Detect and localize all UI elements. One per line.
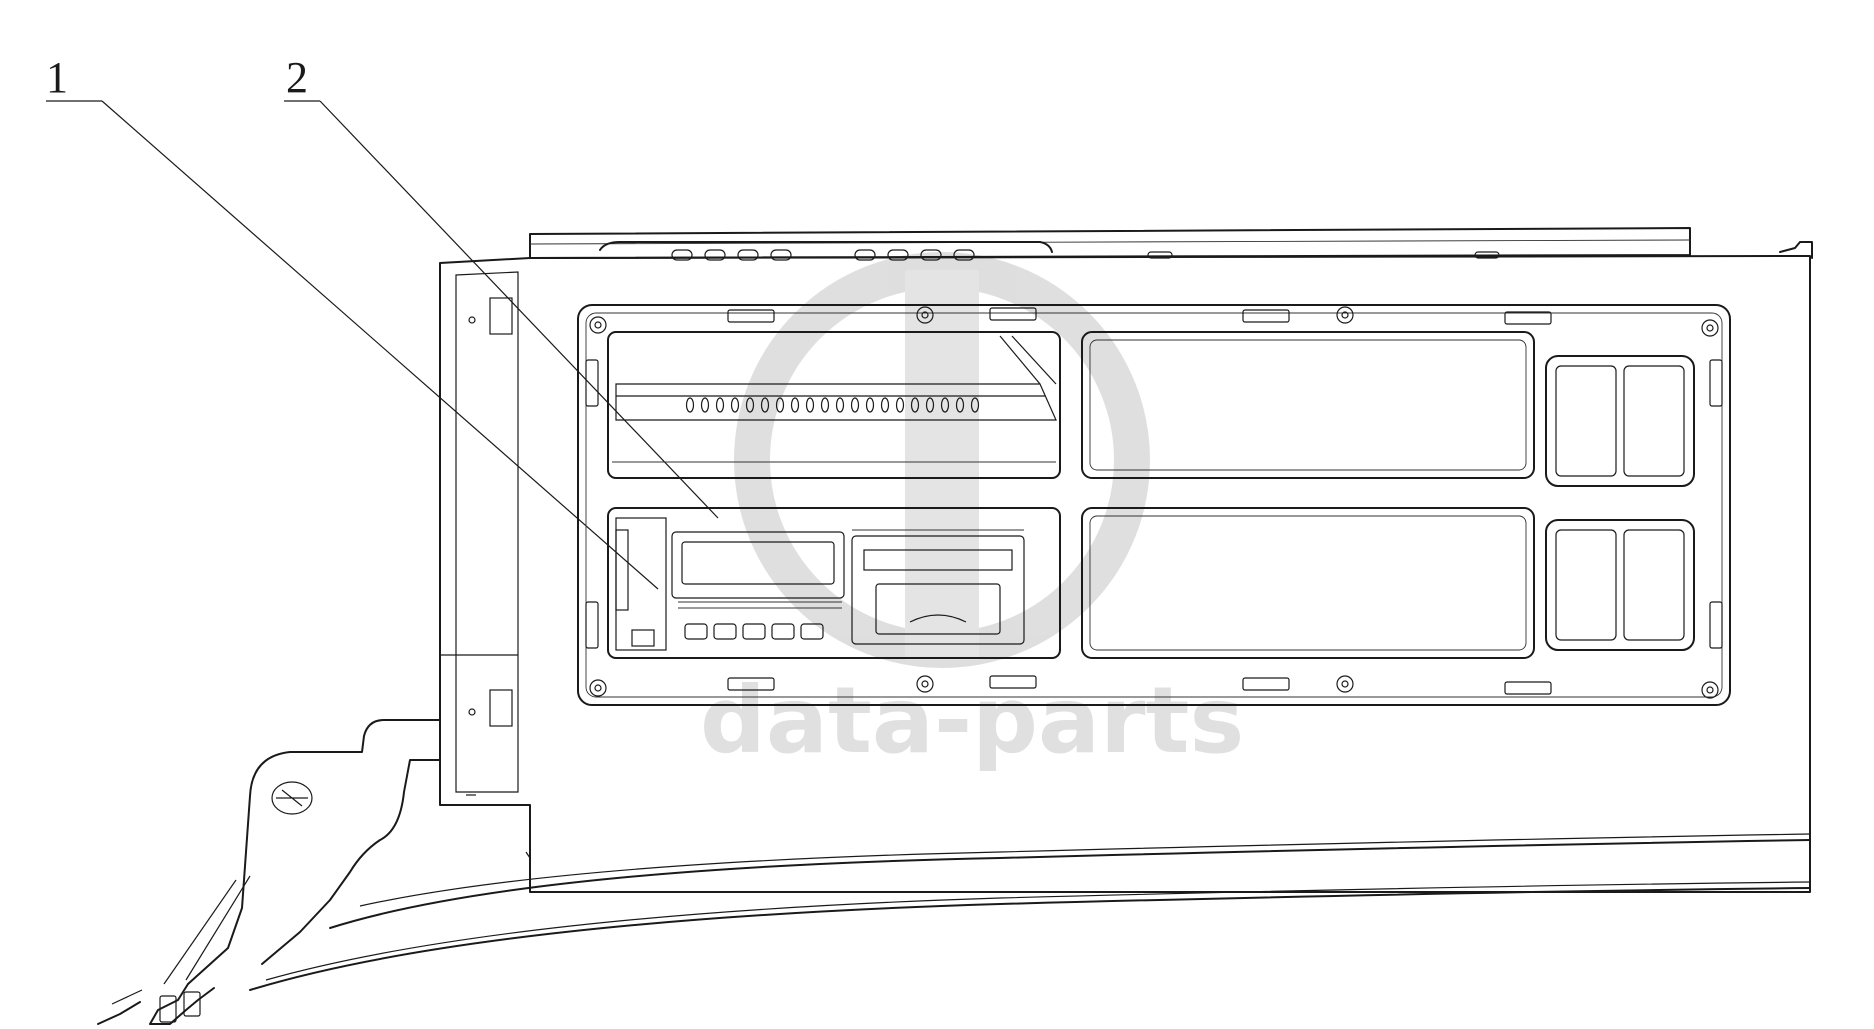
switch-bank-lower (1545, 519, 1695, 651)
housing (439, 255, 1811, 893)
callout-1: 1 (46, 53, 659, 590)
watermark: data-parts (700, 252, 1244, 774)
callout-number: 1 (46, 53, 68, 102)
mounting-bracket (97, 719, 441, 1025)
front-panel (577, 304, 1731, 706)
switch-bank-upper (1545, 355, 1695, 487)
top-rail (529, 227, 1813, 261)
panel-screws (589, 306, 1719, 699)
panel-slots (585, 307, 1723, 695)
watermark-logo-bar (905, 270, 979, 660)
top-rail-knobs (671, 249, 1500, 261)
lower-unit-buttons (684, 623, 824, 640)
watermark-text: data-parts (700, 667, 1244, 774)
lower-tachograph-unit (607, 507, 1061, 659)
lower-trim (249, 833, 1811, 991)
callout-2: 2 (284, 53, 719, 519)
blank-panels (1081, 331, 1535, 659)
callout-number: 2 (286, 53, 308, 102)
upper-unit-holes (685, 397, 980, 413)
upper-radio-unit (607, 331, 1061, 479)
